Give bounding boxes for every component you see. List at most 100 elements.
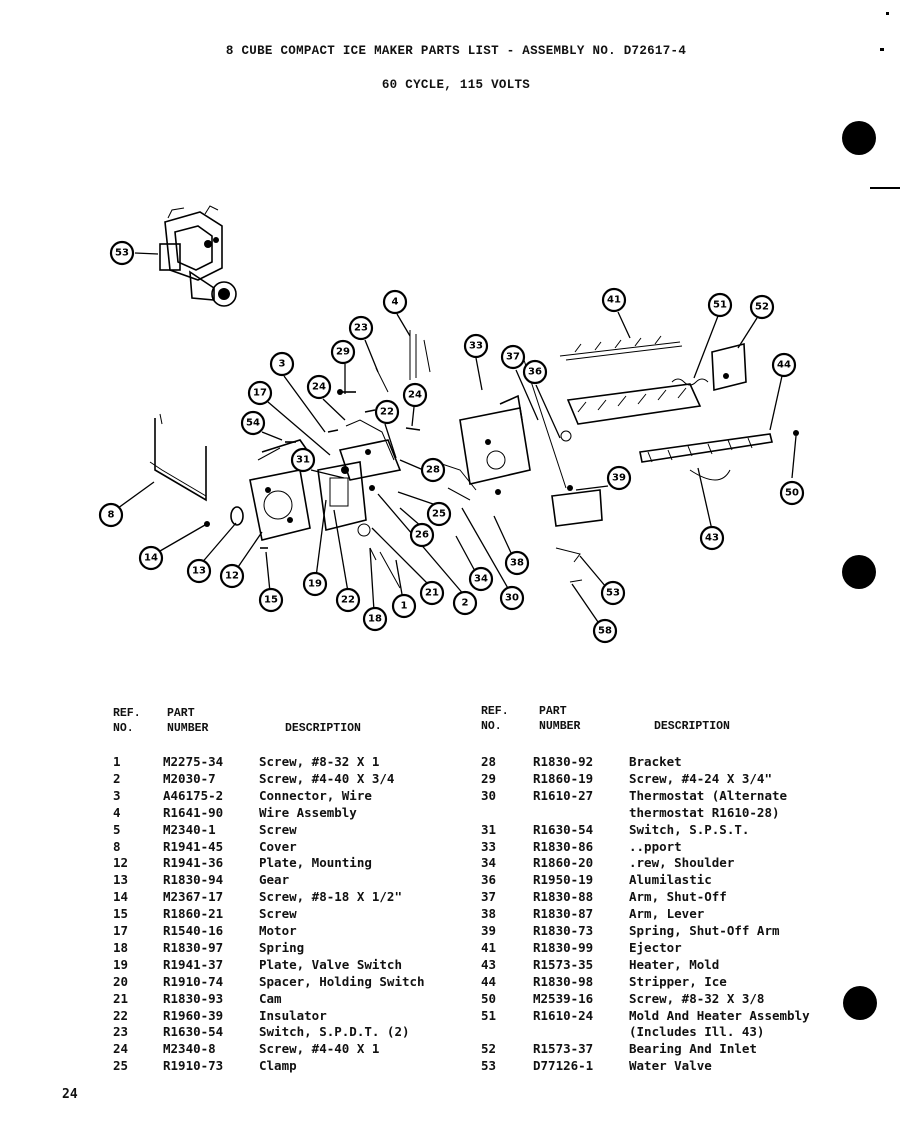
part-description: Bracket [629,754,682,769]
part-number: R1950-19 [533,872,594,888]
ref-number: 21 [113,990,129,1006]
callout-29: 29 [330,339,356,365]
svg-text:52: 52 [755,302,769,313]
callout-2: 2 [452,590,478,616]
svg-text:33: 33 [469,341,483,352]
col-header-ref: REF.NO. [113,707,141,735]
svg-text:21: 21 [425,588,439,599]
part-description: Cam [259,990,282,1006]
svg-text:58: 58 [598,626,612,637]
part-number: R1830-98 [533,973,594,989]
page-subtitle: 60 CYCLE, 115 VOLTS [381,78,531,92]
callout-15: 15 [258,587,284,613]
part-description: Switch, S.P.D.T. (2) [259,1024,410,1040]
callout-4: 4 [382,289,408,315]
part-number: R1610-27 [533,787,594,803]
svg-text:17: 17 [253,388,267,399]
binder-hole [842,555,876,589]
part-description: Ejector [629,939,682,955]
callout-1: 1 [391,593,417,619]
callout-17: 17 [247,380,273,406]
callout-25: 25 [426,501,452,527]
part-number: R1830-99 [533,939,594,955]
binder-hole [842,121,876,155]
callout-23: 23 [348,315,374,341]
ref-number: 22 [113,1007,129,1023]
part-description: Motor [259,923,297,938]
ref-number: 20 [113,973,129,989]
ref-number: 37 [481,889,497,905]
water-valve-drawing [159,205,237,307]
part-number: M2340-8 [163,1041,216,1057]
svg-text:25: 25 [432,509,446,520]
svg-text:22: 22 [380,407,394,418]
ref-number: 38 [481,906,497,922]
svg-text:15: 15 [264,595,278,606]
part-number: R1830-86 [533,838,594,854]
svg-text:43: 43 [705,533,719,544]
part-description: Cover [259,838,297,854]
ref-number: 39 [481,923,497,938]
callout-39: 39 [606,465,632,491]
part-number: R1860-21 [163,906,224,922]
exploded-parts-diagram: 53 4 41 51 52 29 23 33 37 36 44 3 24 24 … [98,205,805,644]
callout-53b: 53 [600,580,626,606]
svg-text:4: 4 [392,297,399,308]
callout-54: 54 [240,410,266,436]
part-number: R1573-37 [533,1041,594,1057]
svg-text:29: 29 [336,347,350,358]
svg-text:24: 24 [312,382,326,393]
part-description: Gear [259,872,290,888]
callout-22b: 22 [335,587,361,613]
leader-lines [113,252,797,623]
part-number: R1830-93 [163,990,224,1006]
part-number: M2367-17 [163,889,224,905]
part-description: Spacer, Holding Switch [259,973,425,989]
svg-text:18: 18 [368,614,382,625]
part-number: R1830-73 [533,923,594,938]
part-number: R1540-16 [163,923,224,938]
motor-switch-drawing [317,419,402,589]
callout-34: 34 [468,566,494,592]
svg-text:53: 53 [115,248,129,259]
ref-number: 4 [113,804,121,820]
part-description: Heater, Mold [629,956,720,972]
callout-38: 38 [504,550,530,576]
ref-number: 25 [113,1058,129,1074]
svg-text:51: 51 [713,300,727,311]
part-description: (Includes Ill. 43) [629,1024,765,1040]
ref-number: 33 [481,838,497,854]
callout-30: 30 [499,585,525,611]
svg-text:50: 50 [785,488,799,499]
ref-number: 3 [113,787,121,803]
support-drawing [429,394,531,501]
callout-51: 51 [707,292,733,318]
ref-number: 29 [481,770,497,786]
part-number: D77126-1 [533,1058,594,1074]
callout-24a: 24 [306,374,332,400]
callout-37: 37 [500,344,526,370]
svg-text:2: 2 [462,598,469,609]
svg-text:34: 34 [474,574,488,585]
part-description: Screw, #4-24 X 3/4" [629,770,772,786]
part-description: Connector, Wire [259,787,372,803]
scan-edge-mark [886,12,889,15]
ref-number: 36 [481,872,497,888]
svg-text:24: 24 [408,390,422,401]
table-row: 29 R1860-19 Screw, #4-24 X 3/4" [481,771,841,788]
svg-text:30: 30 [505,593,519,604]
svg-text:28: 28 [426,465,440,476]
part-number: R1860-19 [533,770,594,786]
part-number: R1630-54 [163,1024,224,1040]
ref-number: 41 [481,939,497,955]
